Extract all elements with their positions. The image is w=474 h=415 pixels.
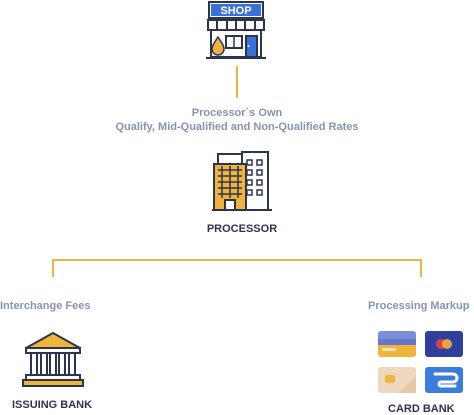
- connector-line-shop: [236, 66, 238, 98]
- credit-card-blue-orange-icon: [378, 331, 416, 357]
- branch-line-left: [52, 259, 54, 277]
- credit-card-blue-icon: [425, 367, 463, 393]
- rates-subtitle: Qualify, Mid-Qualified and Non-Qualified…: [115, 121, 359, 133]
- branch-line-right: [420, 259, 422, 277]
- interchange-fees-label: Interchange Fees: [0, 300, 91, 312]
- credit-card-beige-icon: [378, 367, 416, 393]
- processor-label: PROCESSOR: [206, 223, 278, 235]
- processor-building-icon: [212, 150, 272, 212]
- branch-line: [52, 259, 422, 261]
- card-bank-label: CARD BANK: [388, 403, 455, 415]
- mastercard-icon: [425, 331, 463, 357]
- rates-title: Processor´s Own: [191, 107, 283, 119]
- shop-icon: SHOP: [204, 0, 268, 64]
- shop-sign-text: SHOP: [220, 5, 251, 17]
- bank-icon: [22, 330, 84, 388]
- issuing-bank-label: ISSUING BANK: [12, 399, 93, 411]
- processing-markup-label: Processing Markup: [368, 300, 470, 312]
